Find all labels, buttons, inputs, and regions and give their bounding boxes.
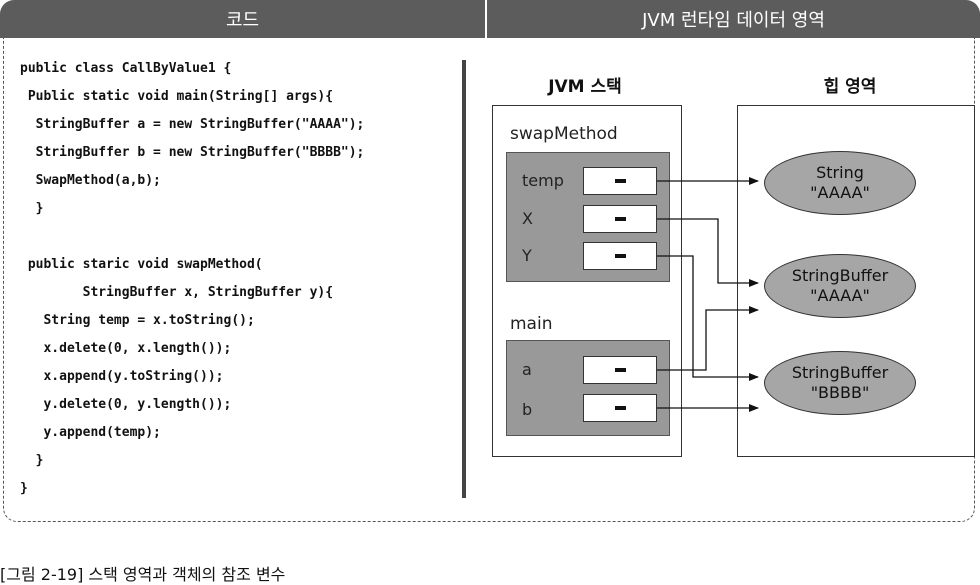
- ref-slot-x: [583, 205, 657, 233]
- var-label-b: b: [522, 400, 533, 419]
- frame-label-swapmethod: swapMethod: [510, 124, 618, 144]
- var-label-a: a: [522, 360, 532, 379]
- ref-marker: [615, 406, 626, 410]
- code-line: }: [20, 453, 44, 468]
- code-header: 코드: [0, 0, 485, 38]
- code-line: x.append(y.toString());: [20, 369, 224, 384]
- code-line: StringBuffer x, StringBuffer y){: [20, 285, 334, 300]
- object-value: "BBBB": [810, 383, 870, 402]
- code-line: SwapMethod(a,b);: [20, 173, 161, 188]
- heap-object-stringbuffer-a: StringBuffer "AAAA": [764, 254, 916, 318]
- jvm-header-title: JVM 런타임 데이터 영역: [642, 10, 825, 31]
- code-line: }: [20, 201, 44, 216]
- ref-slot-a: [583, 356, 657, 384]
- code-line: StringBuffer a = new StringBuffer("AAAA"…: [20, 117, 365, 132]
- code-line: Public static void main(String[] args){: [20, 89, 334, 104]
- object-type: String: [816, 163, 864, 182]
- frame-label-main: main: [510, 314, 553, 334]
- figure-caption: [그림 2-19] 스택 영역과 객체의 참조 변수: [0, 565, 286, 584]
- code-line: }: [20, 481, 28, 496]
- ref-slot-y: [583, 242, 657, 270]
- ref-slot-b: [583, 394, 657, 422]
- heap-object-string: String "AAAA": [764, 151, 916, 215]
- code-line: String temp = x.toString();: [20, 313, 255, 328]
- code-line: StringBuffer b = new StringBuffer("BBBB"…: [20, 145, 365, 160]
- heap-title: 힙 영역: [823, 77, 877, 97]
- var-label-x: X: [522, 209, 533, 228]
- ref-slot-temp: [583, 167, 657, 195]
- code-line: public staric void swapMethod(: [20, 257, 263, 272]
- var-label-y: Y: [522, 246, 532, 265]
- jvm-header: JVM 런타임 데이터 영역: [487, 0, 980, 38]
- ref-marker: [615, 179, 626, 183]
- code-line: y.delete(0, y.length());: [20, 397, 232, 412]
- ref-marker: [615, 217, 626, 221]
- stack-title: JVM 스택: [548, 77, 622, 97]
- var-label-temp: temp: [522, 171, 564, 190]
- object-type: StringBuffer: [791, 363, 889, 382]
- section-divider: [462, 60, 466, 498]
- object-value: "AAAA": [810, 286, 870, 305]
- object-type: StringBuffer: [791, 266, 889, 285]
- code-line: y.append(temp);: [20, 425, 161, 440]
- code-line: public class CallByValue1 {: [20, 61, 232, 76]
- code-header-title: 코드: [225, 10, 260, 31]
- heap-object-stringbuffer-b: StringBuffer "BBBB": [764, 351, 916, 415]
- object-value: "AAAA": [810, 183, 870, 202]
- code-line: x.delete(0, x.length());: [20, 341, 232, 356]
- ref-marker: [615, 254, 626, 258]
- ref-marker: [615, 368, 626, 372]
